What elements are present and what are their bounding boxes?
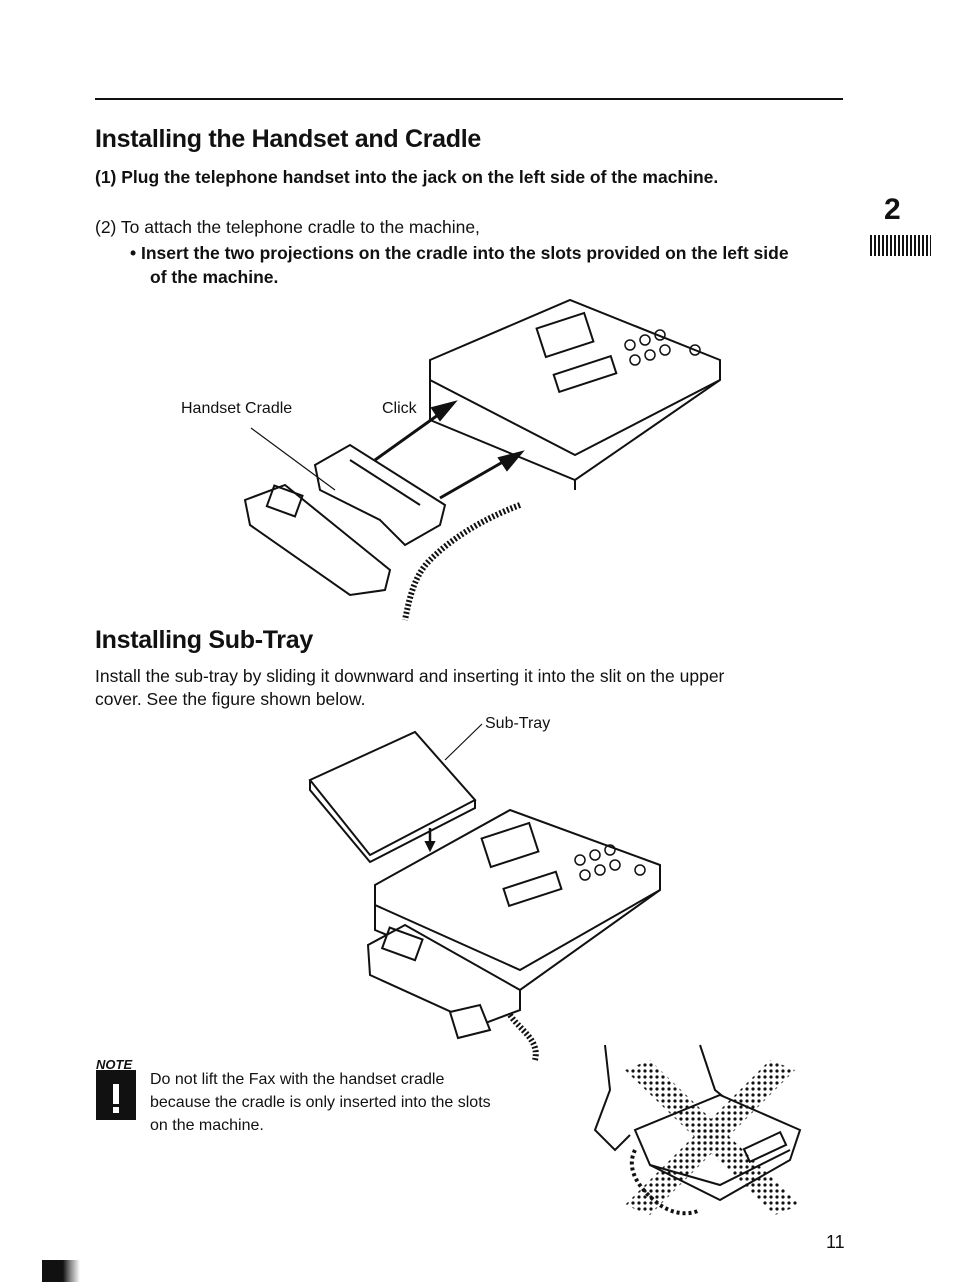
- section-title-subtray: Installing Sub-Tray: [95, 626, 313, 654]
- subtray-line-2: cover. See the figure shown below.: [95, 689, 366, 709]
- step-2-text: (2) To attach the telephone cradle to th…: [95, 217, 480, 237]
- subtray-label: Sub-Tray: [485, 715, 551, 732]
- scan-artifact: [42, 1260, 80, 1282]
- note-label: NOTE: [96, 1057, 133, 1072]
- note-icon: [96, 1070, 136, 1120]
- note-text: Do not lift the Fax with the handset cra…: [150, 1068, 540, 1137]
- note-line-2: because the cradle is only inserted into…: [150, 1094, 491, 1111]
- handset-cradle-label: Handset Cradle: [181, 400, 293, 417]
- note-line-3: on the machine.: [150, 1117, 264, 1134]
- section-title-handset: Installing the Handset and Cradle: [95, 125, 481, 153]
- fax-cradle-illustration: [243, 298, 721, 621]
- step-1-text: (1) Plug the telephone handset into the …: [95, 167, 719, 187]
- subtray-line-1: Install the sub-tray by sliding it downw…: [95, 666, 725, 686]
- bullet-text: • Insert the two projections on the crad…: [130, 243, 789, 263]
- chapter-tab-marker: [870, 235, 931, 256]
- click-label: Click: [382, 400, 417, 417]
- bullet-text-continued: of the machine.: [150, 267, 279, 287]
- note-line-1: Do not lift the Fax with the handset cra…: [150, 1071, 445, 1088]
- top-rule: [95, 98, 843, 100]
- chapter-number: 2: [884, 193, 901, 226]
- page-number: 11: [826, 1232, 845, 1252]
